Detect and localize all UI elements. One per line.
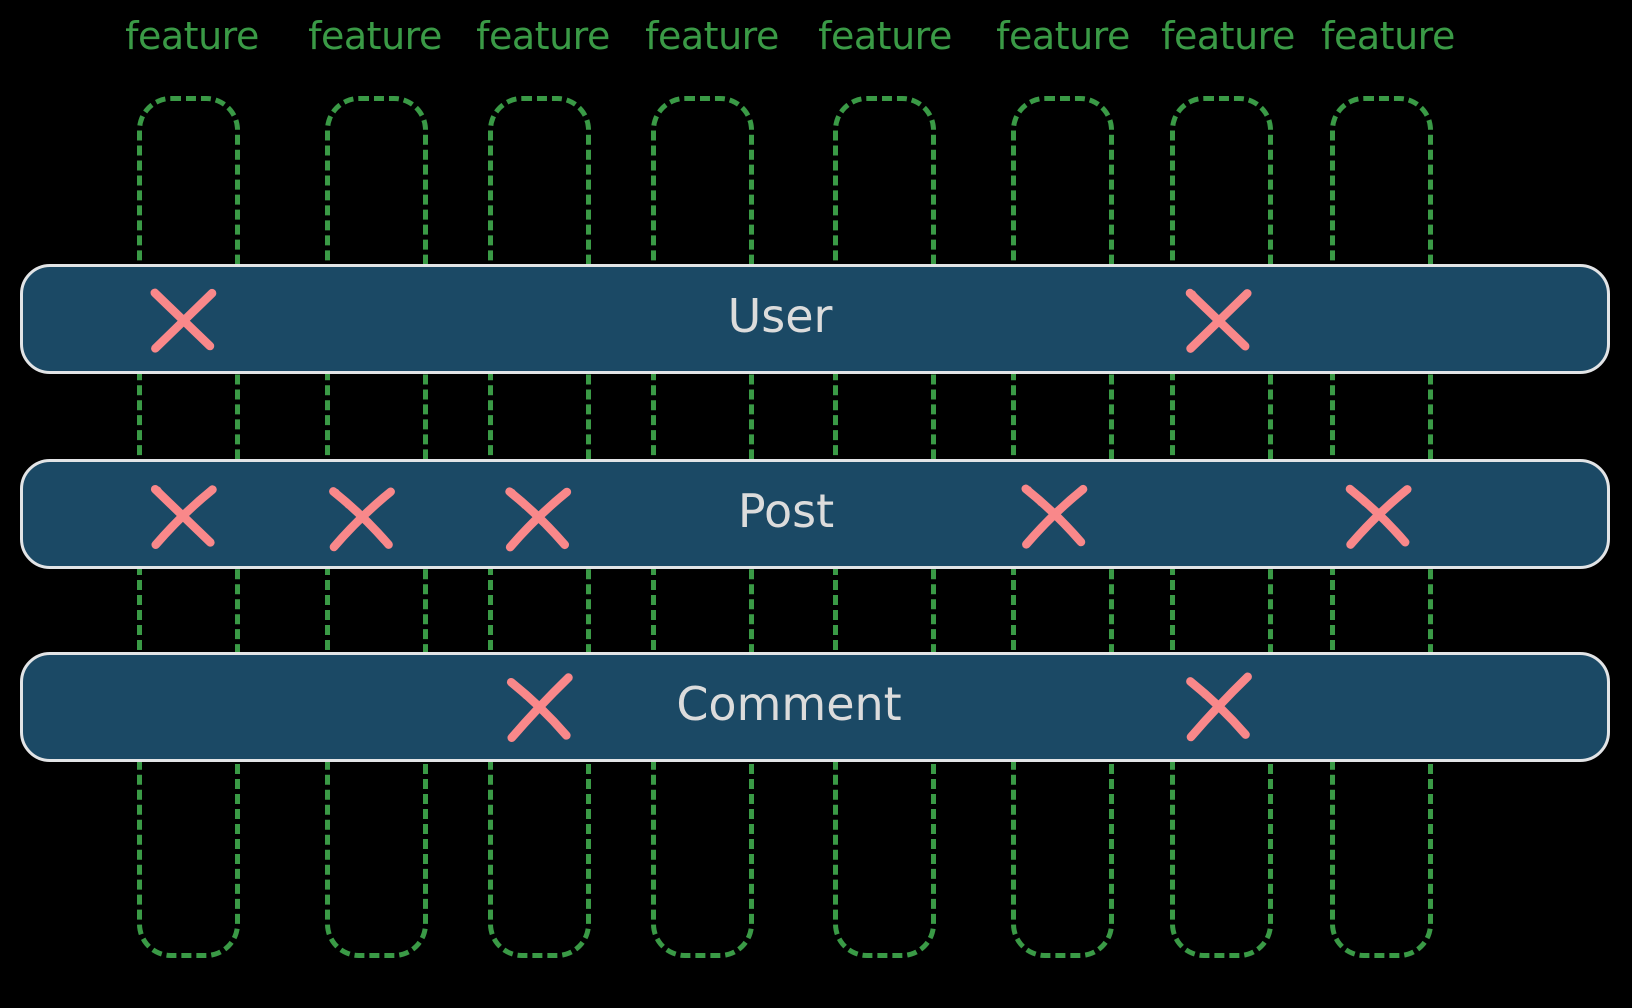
column-label-3: feature	[476, 14, 610, 58]
column-label-8: feature	[1321, 14, 1455, 58]
entity-row-label-post: Post	[737, 484, 835, 538]
cross-mark-icon	[503, 672, 575, 744]
entity-row-comment[interactable]	[20, 652, 1610, 762]
cross-mark-icon	[326, 482, 398, 554]
entity-row-label-comment: Comment	[676, 677, 902, 731]
entity-row-user[interactable]	[20, 264, 1610, 374]
column-label-4: feature	[645, 14, 779, 58]
column-label-7: feature	[1161, 14, 1295, 58]
entity-row-post[interactable]	[20, 459, 1610, 569]
column-label-1: feature	[125, 14, 259, 58]
column-label-2: feature	[308, 14, 442, 58]
cross-mark-icon	[1342, 479, 1414, 551]
column-label-6: feature	[996, 14, 1130, 58]
cross-mark-icon	[148, 284, 220, 356]
column-label-5: feature	[818, 14, 952, 58]
cross-mark-icon	[1182, 671, 1254, 743]
cross-mark-icon	[1018, 479, 1090, 551]
cross-mark-icon	[502, 482, 574, 554]
cross-mark-icon	[1183, 284, 1255, 356]
entity-row-label-user: User	[727, 289, 833, 343]
cross-mark-icon	[148, 480, 220, 552]
